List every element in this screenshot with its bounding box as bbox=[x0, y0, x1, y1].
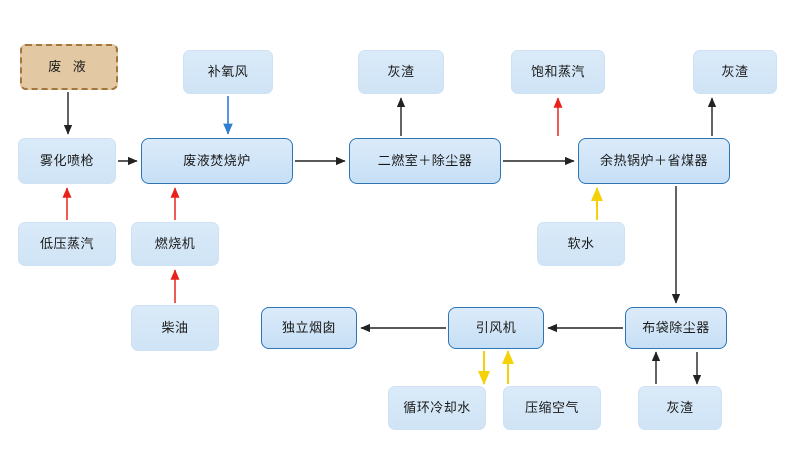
node-yasuokongqi[interactable]: 压缩空气 bbox=[503, 386, 601, 430]
node-erranshi-chuchenqi[interactable]: 二燃室＋除尘器 bbox=[349, 138, 501, 184]
node-yinfengji[interactable]: 引风机 bbox=[448, 307, 544, 349]
node-xunhuanlengqueshui[interactable]: 循环冷却水 bbox=[388, 386, 486, 430]
node-duliyancong[interactable]: 独立烟囱 bbox=[261, 307, 357, 349]
node-buyangfeng[interactable]: 补氧风 bbox=[183, 50, 273, 94]
node-chaiyou[interactable]: 柴油 bbox=[131, 305, 219, 351]
node-feiyefenshaolu[interactable]: 废液焚烧炉 bbox=[141, 138, 293, 184]
node-ruanshui[interactable]: 软水 bbox=[537, 222, 625, 266]
node-yureguolu-shengmeiqi[interactable]: 余热锅炉＋省煤器 bbox=[578, 138, 730, 184]
node-diyazhengqi[interactable]: 低压蒸汽 bbox=[18, 222, 116, 266]
node-wuhuapenqiang[interactable]: 雾化喷枪 bbox=[18, 138, 116, 184]
node-huizha-budai[interactable]: 灰渣 bbox=[638, 386, 722, 430]
node-huizha-erranshi[interactable]: 灰渣 bbox=[358, 50, 444, 94]
node-budaichuchenqi[interactable]: 布袋除尘器 bbox=[625, 307, 727, 349]
node-feiye[interactable]: 废 液 bbox=[20, 44, 118, 90]
node-huizha-yureguolu[interactable]: 灰渣 bbox=[693, 50, 777, 94]
node-ranshaoji[interactable]: 燃烧机 bbox=[131, 222, 219, 266]
node-baohezhengqi[interactable]: 饱和蒸汽 bbox=[511, 50, 605, 94]
